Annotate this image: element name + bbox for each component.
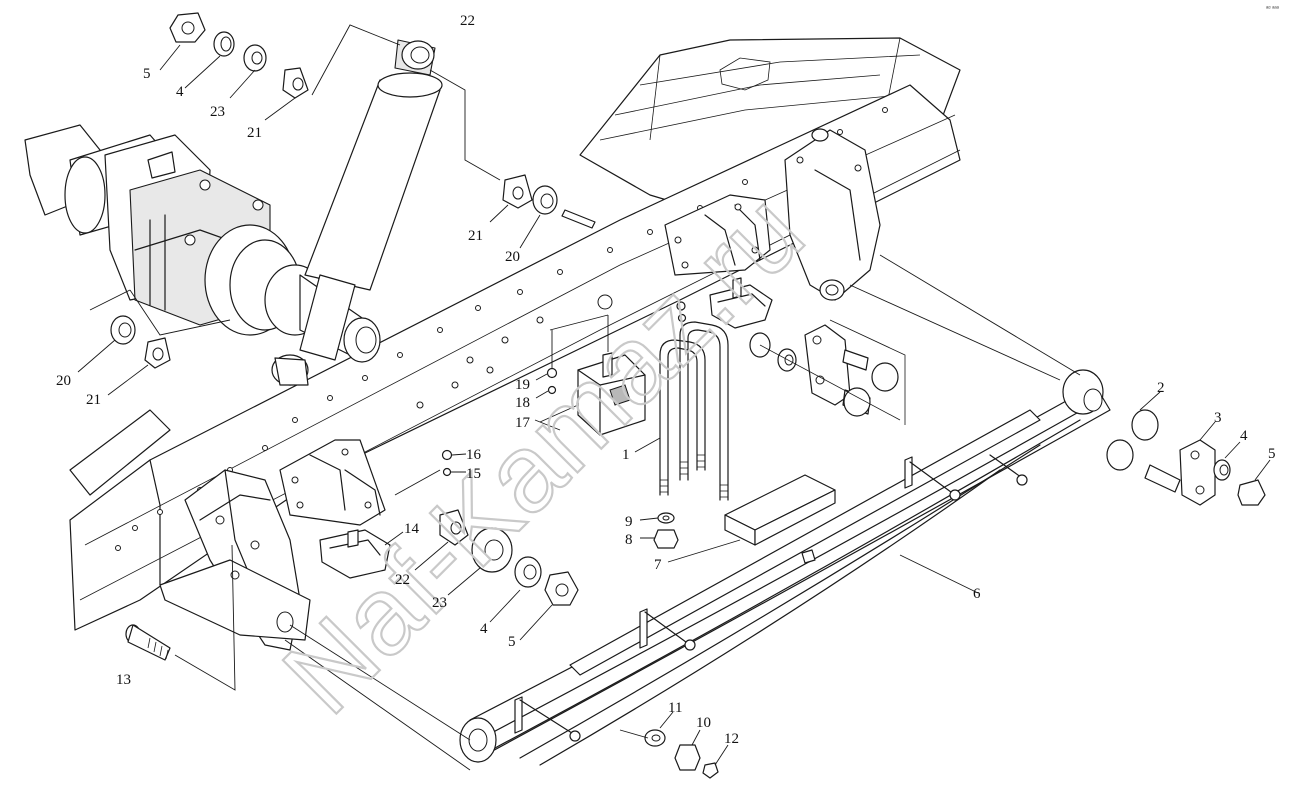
callout-5: 5 [1268,446,1276,462]
corner-mark: ᵃᵅ ᵃᵃᵃ [1266,6,1280,12]
callout-16: 16 [466,447,482,463]
callout-4: 4 [1240,428,1248,444]
callout-21: 21 [247,125,262,141]
right-shackle-hardware [1106,391,1271,506]
upper-shock-hardware [159,12,401,121]
left-bushing-hardware [77,315,171,396]
callout-20: 20 [505,249,520,265]
callout-22: 22 [460,13,475,29]
callout-15: 15 [466,466,481,482]
callout-4: 4 [176,84,184,100]
front-spring-bracket [159,469,311,651]
rear-mount-plate [664,194,771,276]
callout-5: 5 [508,634,516,650]
front-mount-plate [279,439,386,526]
callout-13: 13 [116,672,131,688]
ubolt-nut-washer [639,512,679,549]
bump-stop-front [319,529,404,579]
callout-8: 8 [625,532,633,548]
callout-4: 4 [480,621,488,637]
bolt-13 [125,544,236,691]
callout-23: 23 [210,104,225,120]
callout-12: 12 [724,731,739,747]
spacer-block [535,314,646,436]
pad-plate [667,474,836,563]
callout-21: 21 [86,392,101,408]
callout-21: 21 [468,228,483,244]
callout-14: 14 [404,521,420,537]
callout-7: 7 [654,557,662,573]
assembly-lines [394,254,1081,496]
leaf-spring [459,369,1111,766]
rear-shackle-parts [749,319,906,425]
callout-17: 17 [515,415,531,431]
u-bolts [634,321,729,501]
callout-1: 1 [622,447,630,463]
front-lower-hardware [284,509,579,771]
callout-23: 23 [432,595,447,611]
callout-9: 9 [625,514,633,530]
callout-3: 3 [1214,410,1222,426]
small-nuts-15-16 [441,449,467,477]
callout-18: 18 [515,395,530,411]
callout-labels: 5 4 23 21 22 21 20 20 21 19 18 17 16 15 … [56,13,1276,747]
rear-shackle-hanger [784,128,881,301]
callout-20: 20 [56,373,71,389]
callout-10: 10 [696,715,711,731]
callout-11: 11 [668,700,682,716]
bump-stop-rear [676,277,773,329]
callout-6: 6 [973,586,981,602]
callout-5: 5 [143,66,151,82]
callout-2: 2 [1157,380,1165,396]
spring-eye-hardware [619,711,729,779]
callout-22: 22 [395,572,410,588]
rail-holes [115,107,888,551]
shock-absorber [271,39,443,386]
lower-shock-hardware [429,69,596,249]
callout-19: 19 [515,377,530,393]
